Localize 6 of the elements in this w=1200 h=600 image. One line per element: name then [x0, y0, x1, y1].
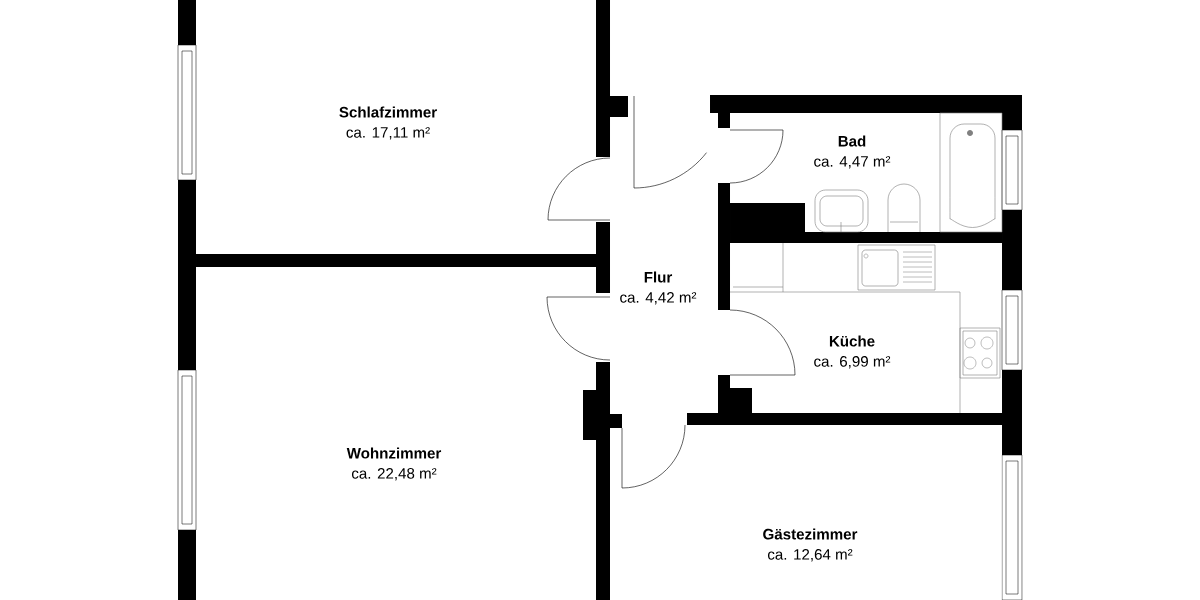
room-label: Flur ca. 4,42 m² [620, 271, 697, 305]
room-label: Gästezimmer ca. 12,64 m² [763, 528, 858, 562]
room-label: Küche ca. 6,99 m² [814, 335, 891, 369]
room-label: Schlafzimmer ca. 17,11 m² [339, 106, 437, 140]
room-label: Wohnzimmer ca. 22,48 m² [346, 447, 442, 481]
room-label: Bad ca. 4,47 m² [814, 135, 891, 169]
